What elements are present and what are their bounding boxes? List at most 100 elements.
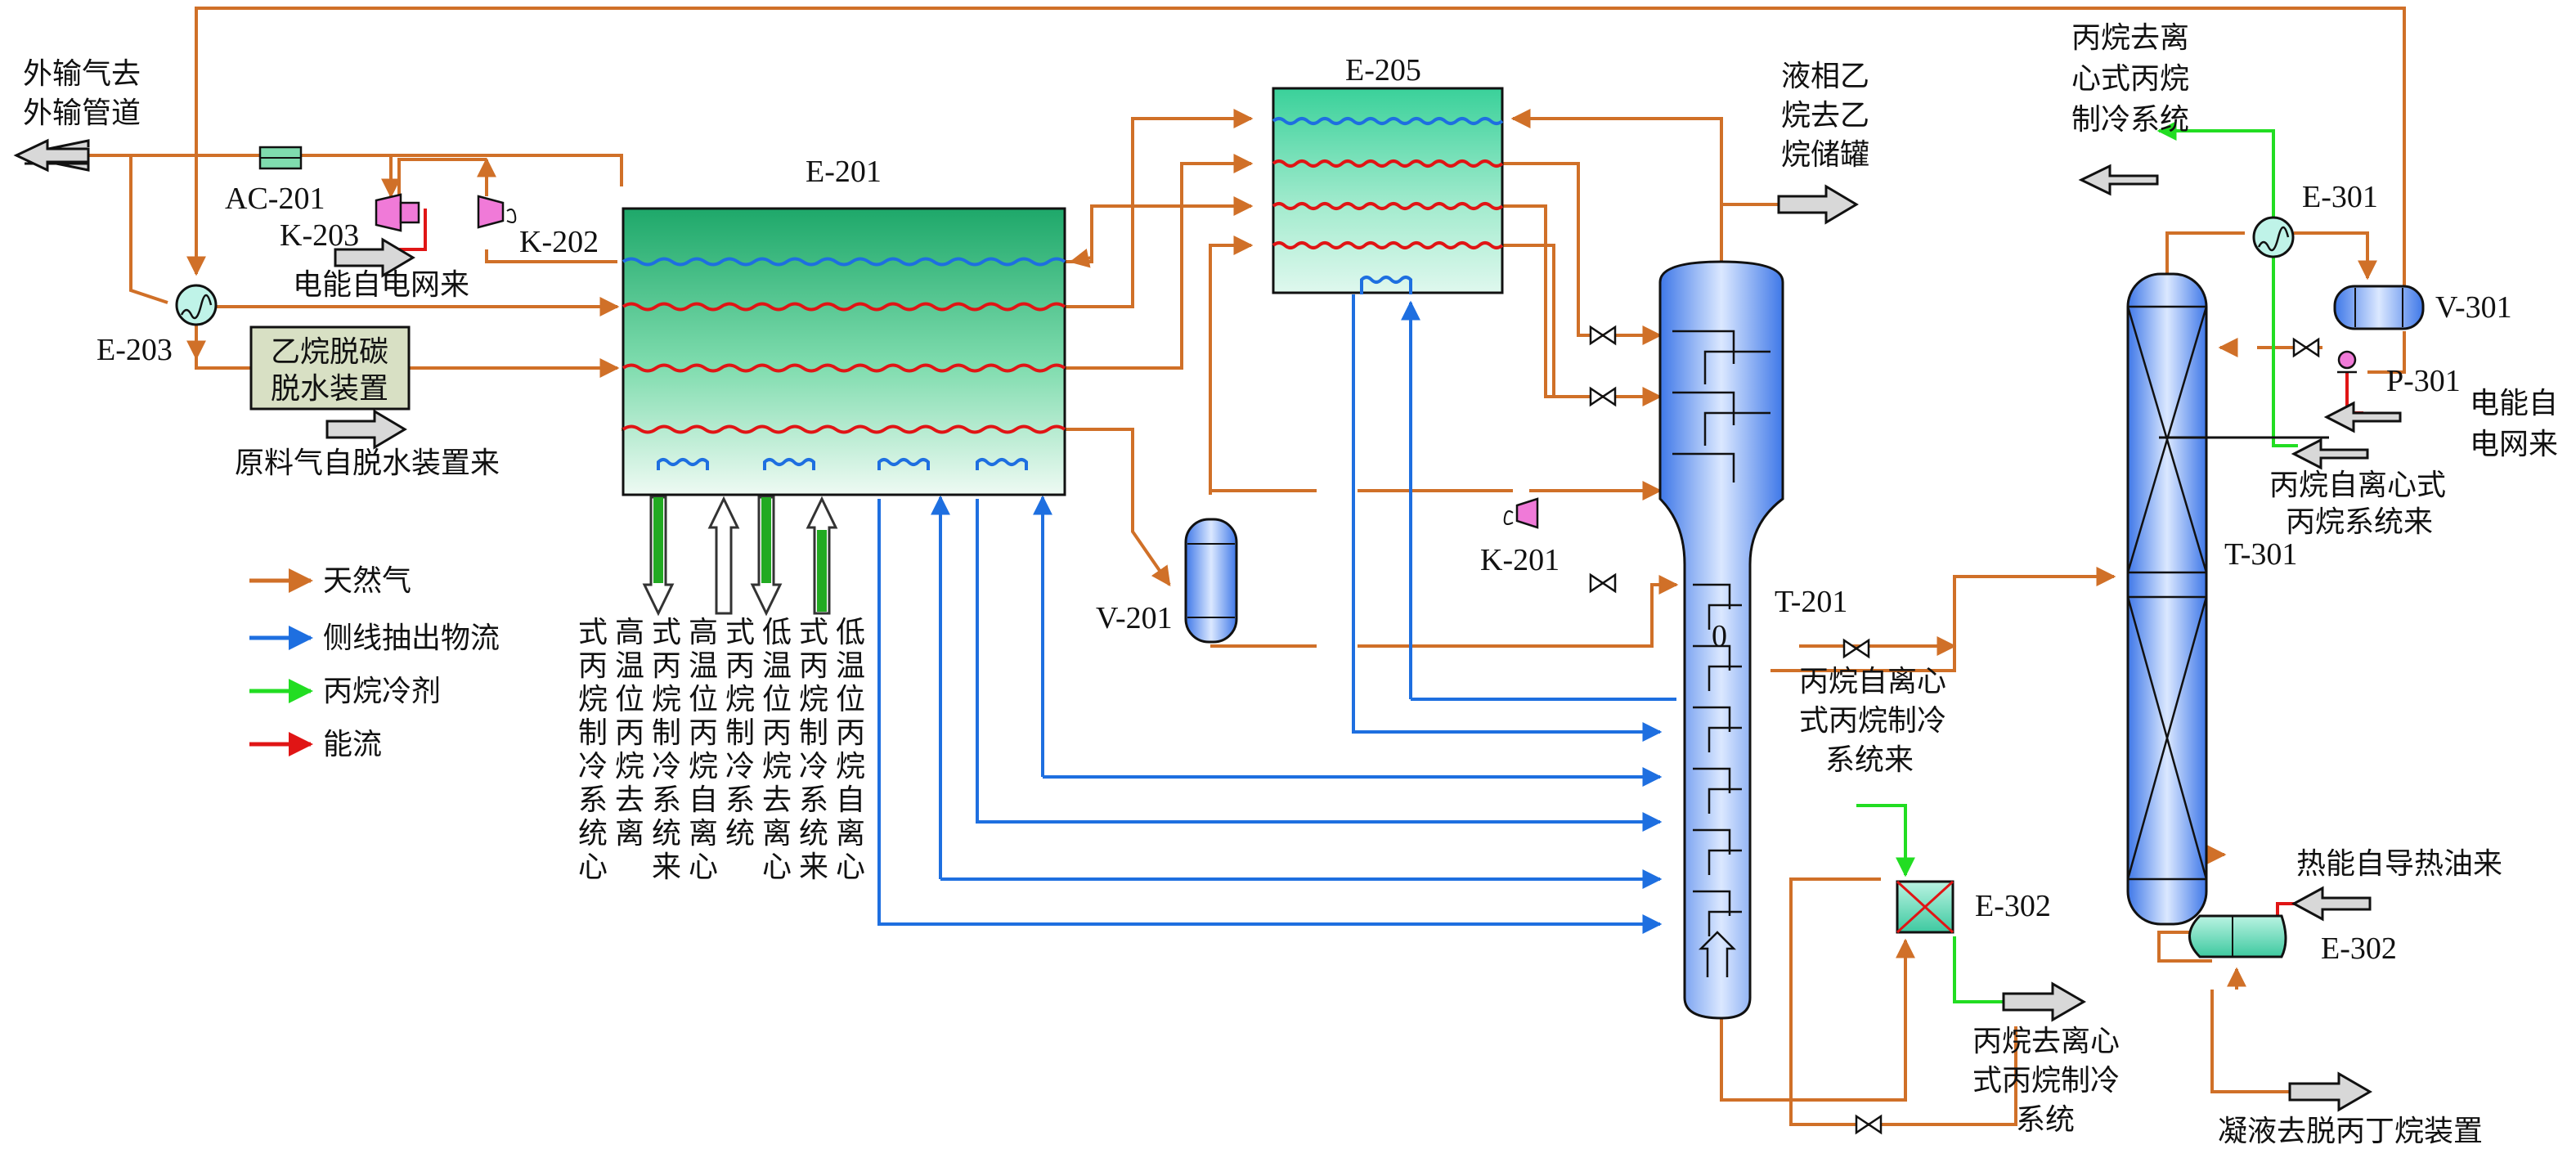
- e201-vertical-label-char: 统: [578, 817, 608, 851]
- label-e302-right: E-302: [2321, 931, 2397, 966]
- column-t201: [1658, 260, 1784, 1020]
- e201-vertical-label-char: 丙: [836, 716, 865, 750]
- e201-vertical-label-char: 统: [652, 817, 681, 851]
- valves: [1589, 325, 2320, 1135]
- label-liquid-ethane-3: 烷储罐: [1781, 138, 1869, 172]
- stream-labels: 外输气去 外输管道 电能自电网来 原料气自脱水装置来 液相乙 烷去乙 烷储罐 丙…: [23, 21, 2558, 1148]
- e201-vertical-label-char: 制: [652, 716, 681, 750]
- dehydration-unit-box: [249, 325, 411, 411]
- label-propane-top-2: 心式丙烷: [2071, 62, 2189, 96]
- e201-vertical-label-char: 丙: [762, 716, 792, 750]
- e201-vertical-label-char: 自: [689, 783, 718, 817]
- label-condensate: 凝液去脱丙丁烷装置: [2218, 1115, 2483, 1148]
- label-t301: T-301: [2224, 537, 2297, 572]
- e201-vertical-label-char: 温: [836, 649, 865, 683]
- compressor-k202: [477, 195, 517, 229]
- e201-vertical-label-char: 冷: [799, 750, 828, 783]
- legend-label-energy: 能流: [323, 728, 382, 761]
- terminal-arrows: [13, 138, 2402, 1112]
- label-propane-top-3: 制冷系统: [2071, 103, 2189, 137]
- e201-vertical-label-char: 丙: [652, 649, 681, 683]
- e201-vertical-label-char: 温: [615, 649, 644, 683]
- label-power-p301-2: 电网来: [2470, 428, 2558, 461]
- label-propane-mid-3: 系统来: [1825, 743, 1914, 777]
- e201-vertical-label-char: 系: [578, 783, 608, 817]
- e201-vertical-label-char: 温: [689, 649, 718, 683]
- e201-vertical-label-char: 位: [762, 683, 792, 716]
- exchanger-e302a: [1896, 880, 1954, 934]
- label-t201: T-201: [1775, 585, 1847, 619]
- e201-vertical-label-char: 烷: [799, 683, 828, 716]
- label-k201: K-201: [1480, 543, 1560, 577]
- vessel-v301: [2333, 285, 2425, 330]
- e201-propane-arrows: [642, 496, 838, 617]
- e201-vertical-label-char: 烷: [836, 750, 865, 783]
- e201-vertical-label-char: 系: [652, 783, 681, 817]
- label-e205: E-205: [1345, 53, 1421, 88]
- label-v201: V-201: [1096, 601, 1173, 635]
- e201-vertical-label-char: 烷: [578, 683, 608, 716]
- e201-vertical-label-char: 离: [762, 817, 792, 851]
- legend-label-side-draw: 侧线抽出物流: [323, 622, 500, 655]
- e201-vertical-label-char: 位: [689, 683, 718, 716]
- exchanger-e201: [622, 207, 1066, 496]
- pump-p301: [2337, 350, 2357, 374]
- label-power-k203: 电能自电网来: [293, 268, 469, 302]
- e201-vertical-label-char: 低: [762, 616, 792, 649]
- e201-vertical-label-char: 式: [725, 616, 755, 649]
- e201-vertical-label-char: 制: [578, 716, 608, 750]
- label-e302-left: E-302: [1975, 889, 2051, 923]
- label-propane-bottom-3: 系统: [2016, 1103, 2075, 1137]
- label-heat-oil: 热能自导热油来: [2296, 847, 2502, 881]
- e201-vertical-labels: 式丙烷制冷系统心高温位丙烷去离式丙烷制冷系统来高温位丙烷自离心式丙烷制冷系统低温…: [578, 616, 865, 884]
- label-k202: K-202: [519, 225, 599, 259]
- e201-vertical-label-char: 低: [836, 616, 865, 649]
- natural-gas-lines: [88, 7, 2406, 1126]
- label-liquid-ethane-1: 液相乙: [1781, 60, 1869, 93]
- e201-vertical-label-char: 离: [836, 817, 865, 851]
- e201-vertical-label-char: 统: [725, 817, 755, 851]
- e201-vertical-label-char: 丙: [799, 649, 828, 683]
- e201-vertical-label-char: 统: [799, 817, 828, 851]
- label-export-gas-1: 外输气去: [23, 57, 141, 91]
- label-ac201: AC-201: [225, 182, 325, 216]
- e201-vertical-label-char: 心: [762, 851, 792, 884]
- exchanger-e301: [2252, 216, 2295, 258]
- e201-vertical-label-char: 系: [799, 783, 828, 817]
- e201-vertical-label-char: 来: [799, 851, 828, 884]
- label-propane-top-1: 丙烷去离: [2071, 21, 2189, 55]
- label-p301: P-301: [2386, 364, 2461, 398]
- label-e203: E-203: [96, 333, 173, 367]
- e201-vertical-label-char: 去: [615, 783, 644, 817]
- e201-vertical-label-char: 丙: [725, 649, 755, 683]
- vessel-v201: [1184, 518, 1238, 644]
- label-propane-centrifugal-2: 丙烷系统来: [2286, 505, 2433, 539]
- exchanger-e203: [175, 284, 218, 326]
- e201-vertical-label-char: 来: [652, 851, 681, 884]
- equipment-labels: E-201 E-205 E-203 AC-201 K-203 K-202 K-2…: [96, 53, 2512, 966]
- label-t201-stage: 0: [1712, 619, 1727, 653]
- e201-vertical-label-char: 离: [689, 817, 718, 851]
- e201-vertical-label-char: 位: [615, 683, 644, 716]
- label-k203: K-203: [280, 218, 359, 253]
- label-propane-bottom-1: 丙烷去离心: [1972, 1025, 2120, 1058]
- label-v301: V-301: [2435, 290, 2512, 325]
- e201-vertical-label-char: 离: [615, 817, 644, 851]
- e201-vertical-label-char: 心: [836, 851, 865, 884]
- e201-vertical-label-char: 去: [762, 783, 792, 817]
- label-dehydration-line2: 脱水装置: [271, 372, 388, 406]
- e201-vertical-label-char: 心: [578, 851, 608, 884]
- label-e201: E-201: [806, 155, 882, 189]
- e201-vertical-label-char: 自: [836, 783, 865, 817]
- e201-vertical-label-char: 烷: [615, 750, 644, 783]
- label-propane-bottom-2: 式丙烷制冷: [1972, 1064, 2120, 1097]
- legend: 天然气 侧线抽出物流 丙烷冷剂 能流: [249, 564, 500, 761]
- e201-vertical-label-char: 式: [578, 616, 608, 649]
- e201-vertical-label-char: 高: [615, 616, 644, 649]
- e201-vertical-label-char: 丙: [578, 649, 608, 683]
- label-propane-centrifugal-1: 丙烷自离心式: [2269, 469, 2446, 502]
- label-feed-gas: 原料气自脱水装置来: [235, 447, 500, 480]
- label-dehydration-line1: 乙烷脱碳: [271, 335, 388, 369]
- side-draw-lines: [877, 294, 1676, 934]
